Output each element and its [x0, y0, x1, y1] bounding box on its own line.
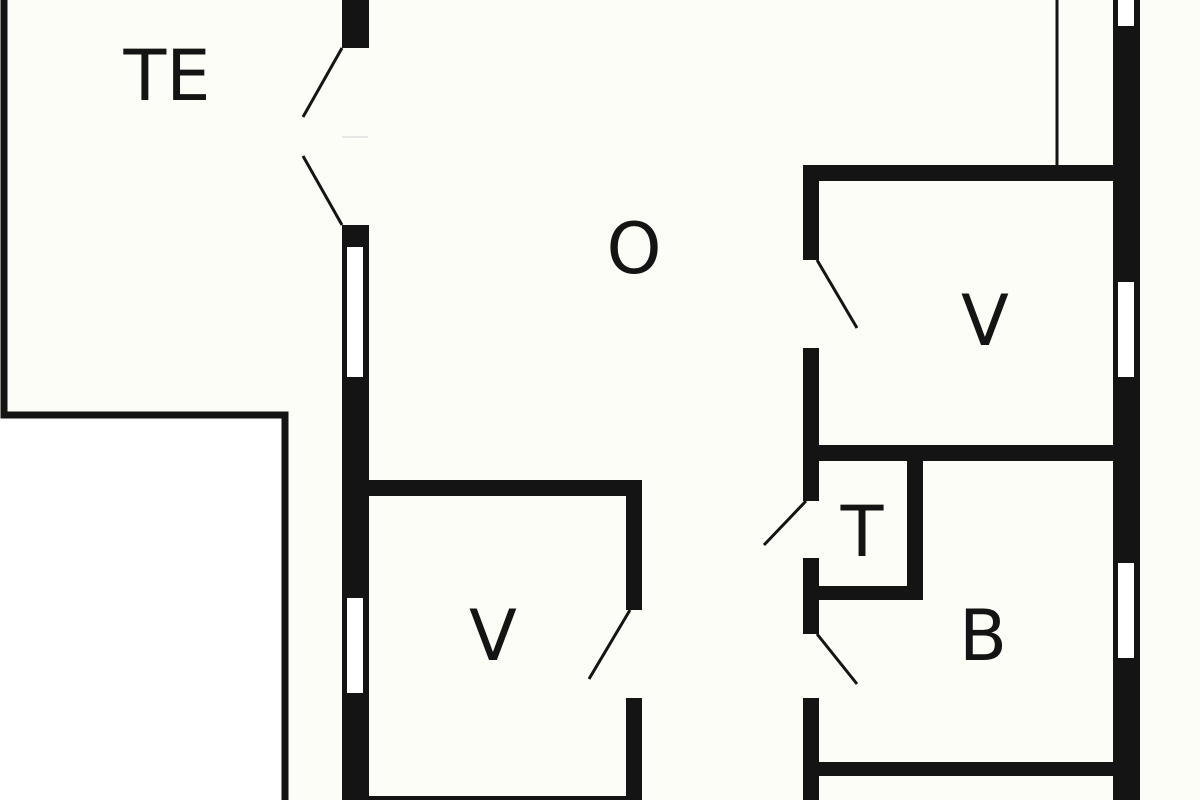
wall-segment: [803, 165, 1138, 181]
wall-segment: [342, 0, 369, 48]
room-label-terrace: TE: [123, 35, 211, 117]
wall-segment: [803, 445, 1138, 461]
wall-segment: [803, 165, 819, 260]
door-swing: [587, 609, 632, 680]
wall-segment: [907, 445, 923, 600]
window: [347, 247, 363, 377]
wall-segment: [369, 480, 640, 496]
wall-segment: [626, 698, 642, 800]
wall-segment: [803, 698, 819, 800]
wall-segment: [803, 762, 1138, 776]
wall-segment: [803, 586, 923, 600]
terrace-outline: [0, 0, 289, 800]
wall-segment: [626, 480, 642, 610]
door-swing: [815, 633, 859, 685]
window: [1118, 563, 1134, 658]
room-label-bedroom-left: V: [469, 595, 517, 677]
outside-area: [0, 418, 283, 800]
room-label-bathroom: B: [959, 595, 1007, 677]
window: [1118, 0, 1134, 26]
window: [347, 598, 363, 693]
door-swing: [301, 155, 344, 226]
door-swing: [762, 499, 808, 547]
wall-segment: [369, 796, 640, 800]
door-swing: [301, 47, 344, 118]
door-swing: [815, 259, 859, 329]
wall-segment: [803, 348, 819, 501]
window: [1118, 282, 1134, 377]
room-label-bedroom-right: V: [961, 280, 1009, 362]
room-label-living: O: [606, 208, 661, 290]
wall-segment: [1113, 0, 1140, 800]
room-label-toilet: T: [840, 491, 884, 573]
